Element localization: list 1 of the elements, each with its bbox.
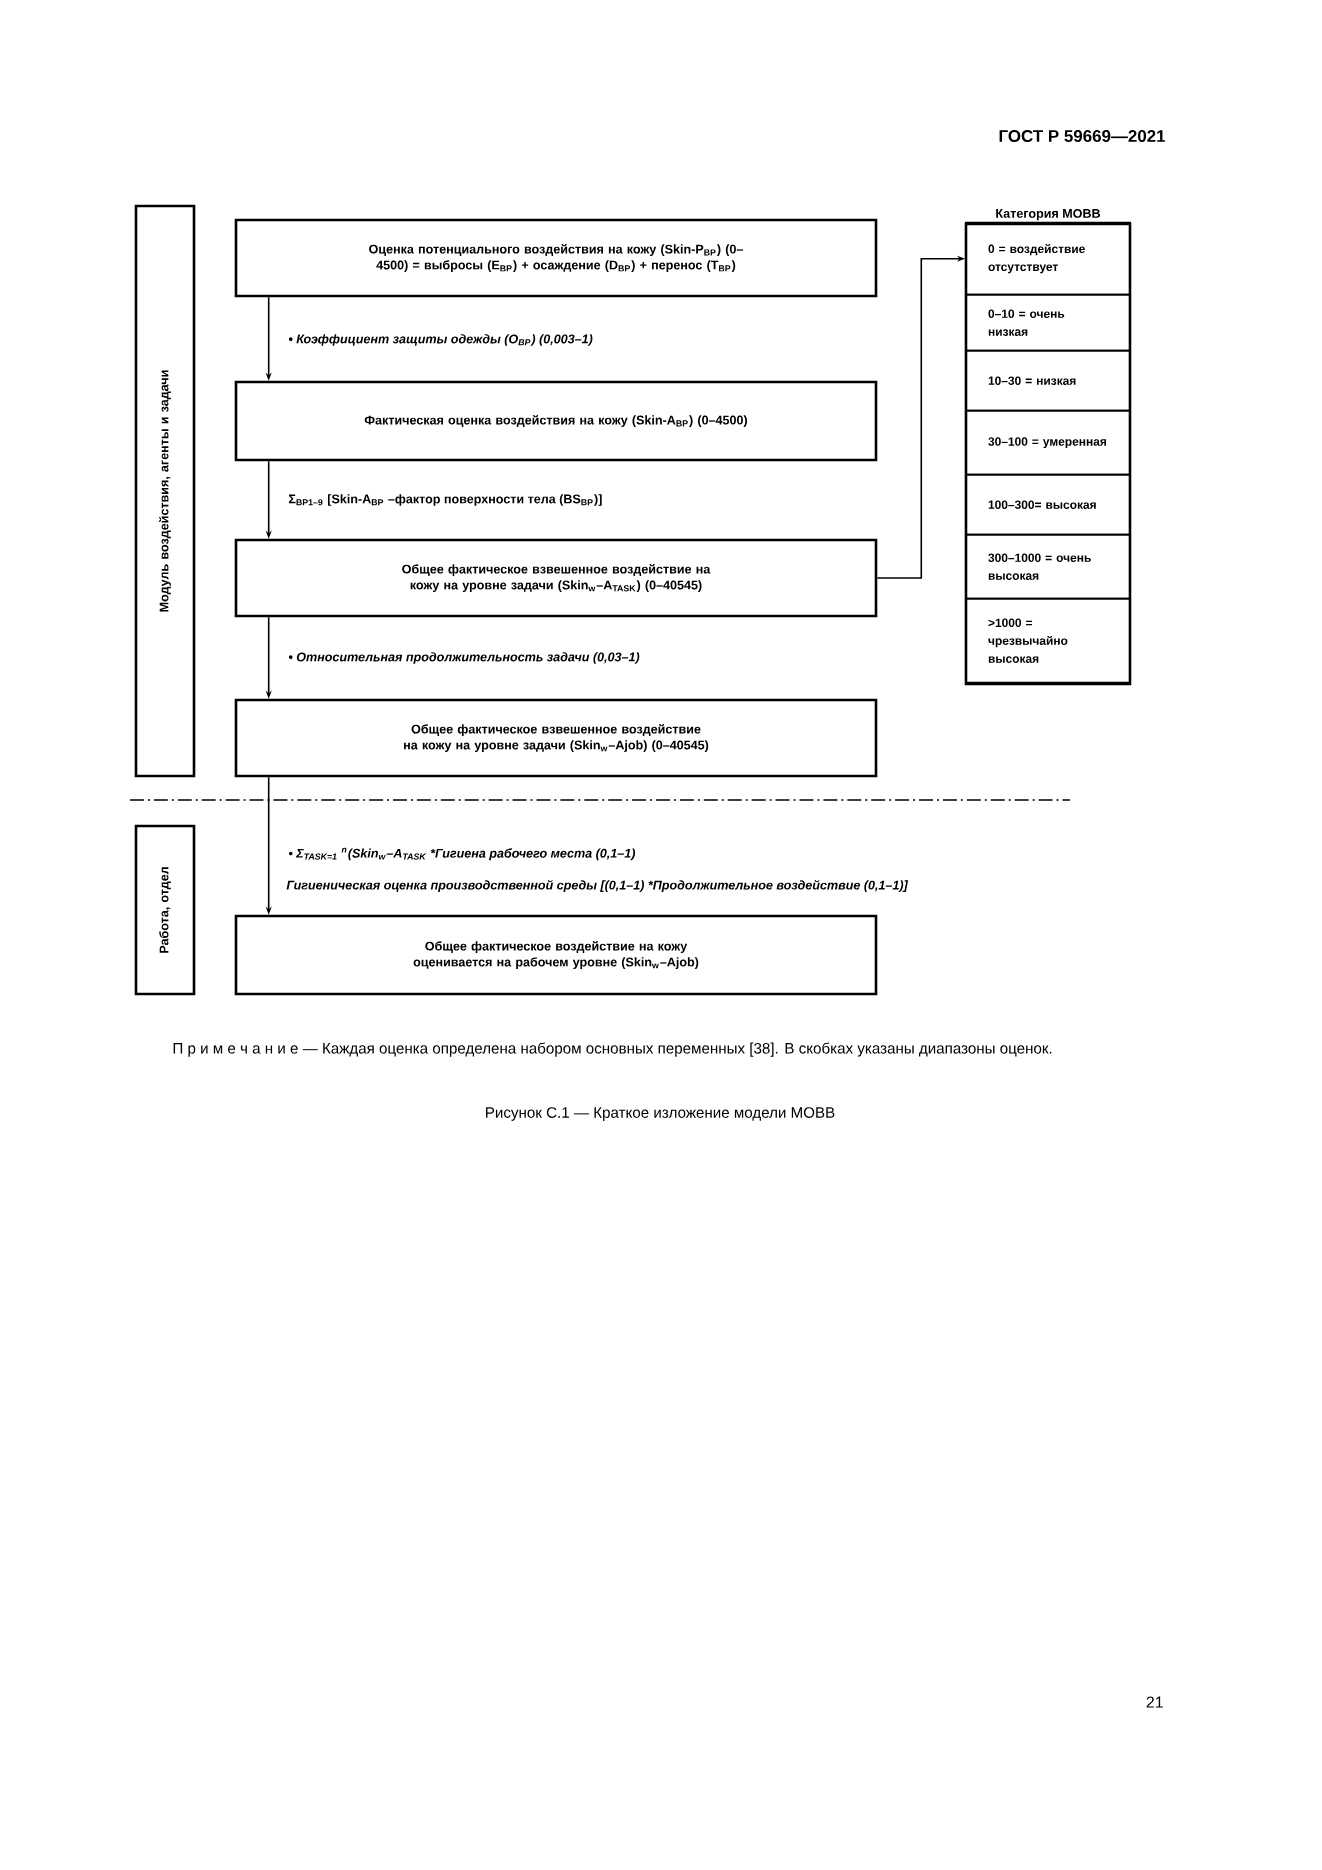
header-text: ГОСТ Р 59669—2021 xyxy=(999,130,1166,142)
